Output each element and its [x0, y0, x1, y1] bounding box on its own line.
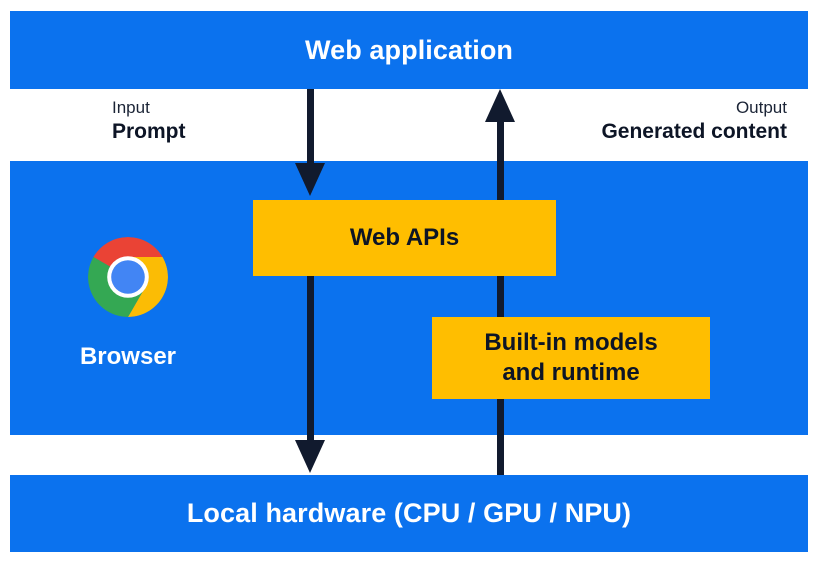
box-web-apis: Web APIs [253, 200, 556, 276]
box-builtin-models-and-runtime: Built-in models and runtime [432, 317, 710, 399]
arrow-head-up [485, 89, 515, 122]
flow-label-input: Input Prompt [112, 98, 186, 144]
band-browser-label: Browser [79, 343, 177, 370]
band-local-hardware: Local hardware (CPU / GPU / NPU) [10, 475, 808, 552]
box-web-apis-label: Web APIs [349, 224, 460, 251]
flow-label-output: Output Generated content [601, 98, 787, 144]
arrow-shaft [307, 89, 314, 167]
box-builtin-line-2: and runtime [502, 359, 640, 386]
box-builtin-line-1: Built-in models [484, 329, 658, 356]
flow-input-value: Prompt [112, 119, 186, 143]
flow-input-kicker: Input [112, 98, 150, 117]
flow-output-value: Generated content [601, 119, 787, 143]
flow-output-kicker: Output [735, 98, 787, 117]
arrow-head-down [295, 440, 325, 473]
band-local-hardware-label: Local hardware (CPU / GPU / NPU) [186, 498, 632, 528]
band-web-application-label: Web application [304, 34, 514, 65]
chrome-logo-icon [88, 237, 168, 317]
band-web-application: Web application [10, 11, 808, 89]
